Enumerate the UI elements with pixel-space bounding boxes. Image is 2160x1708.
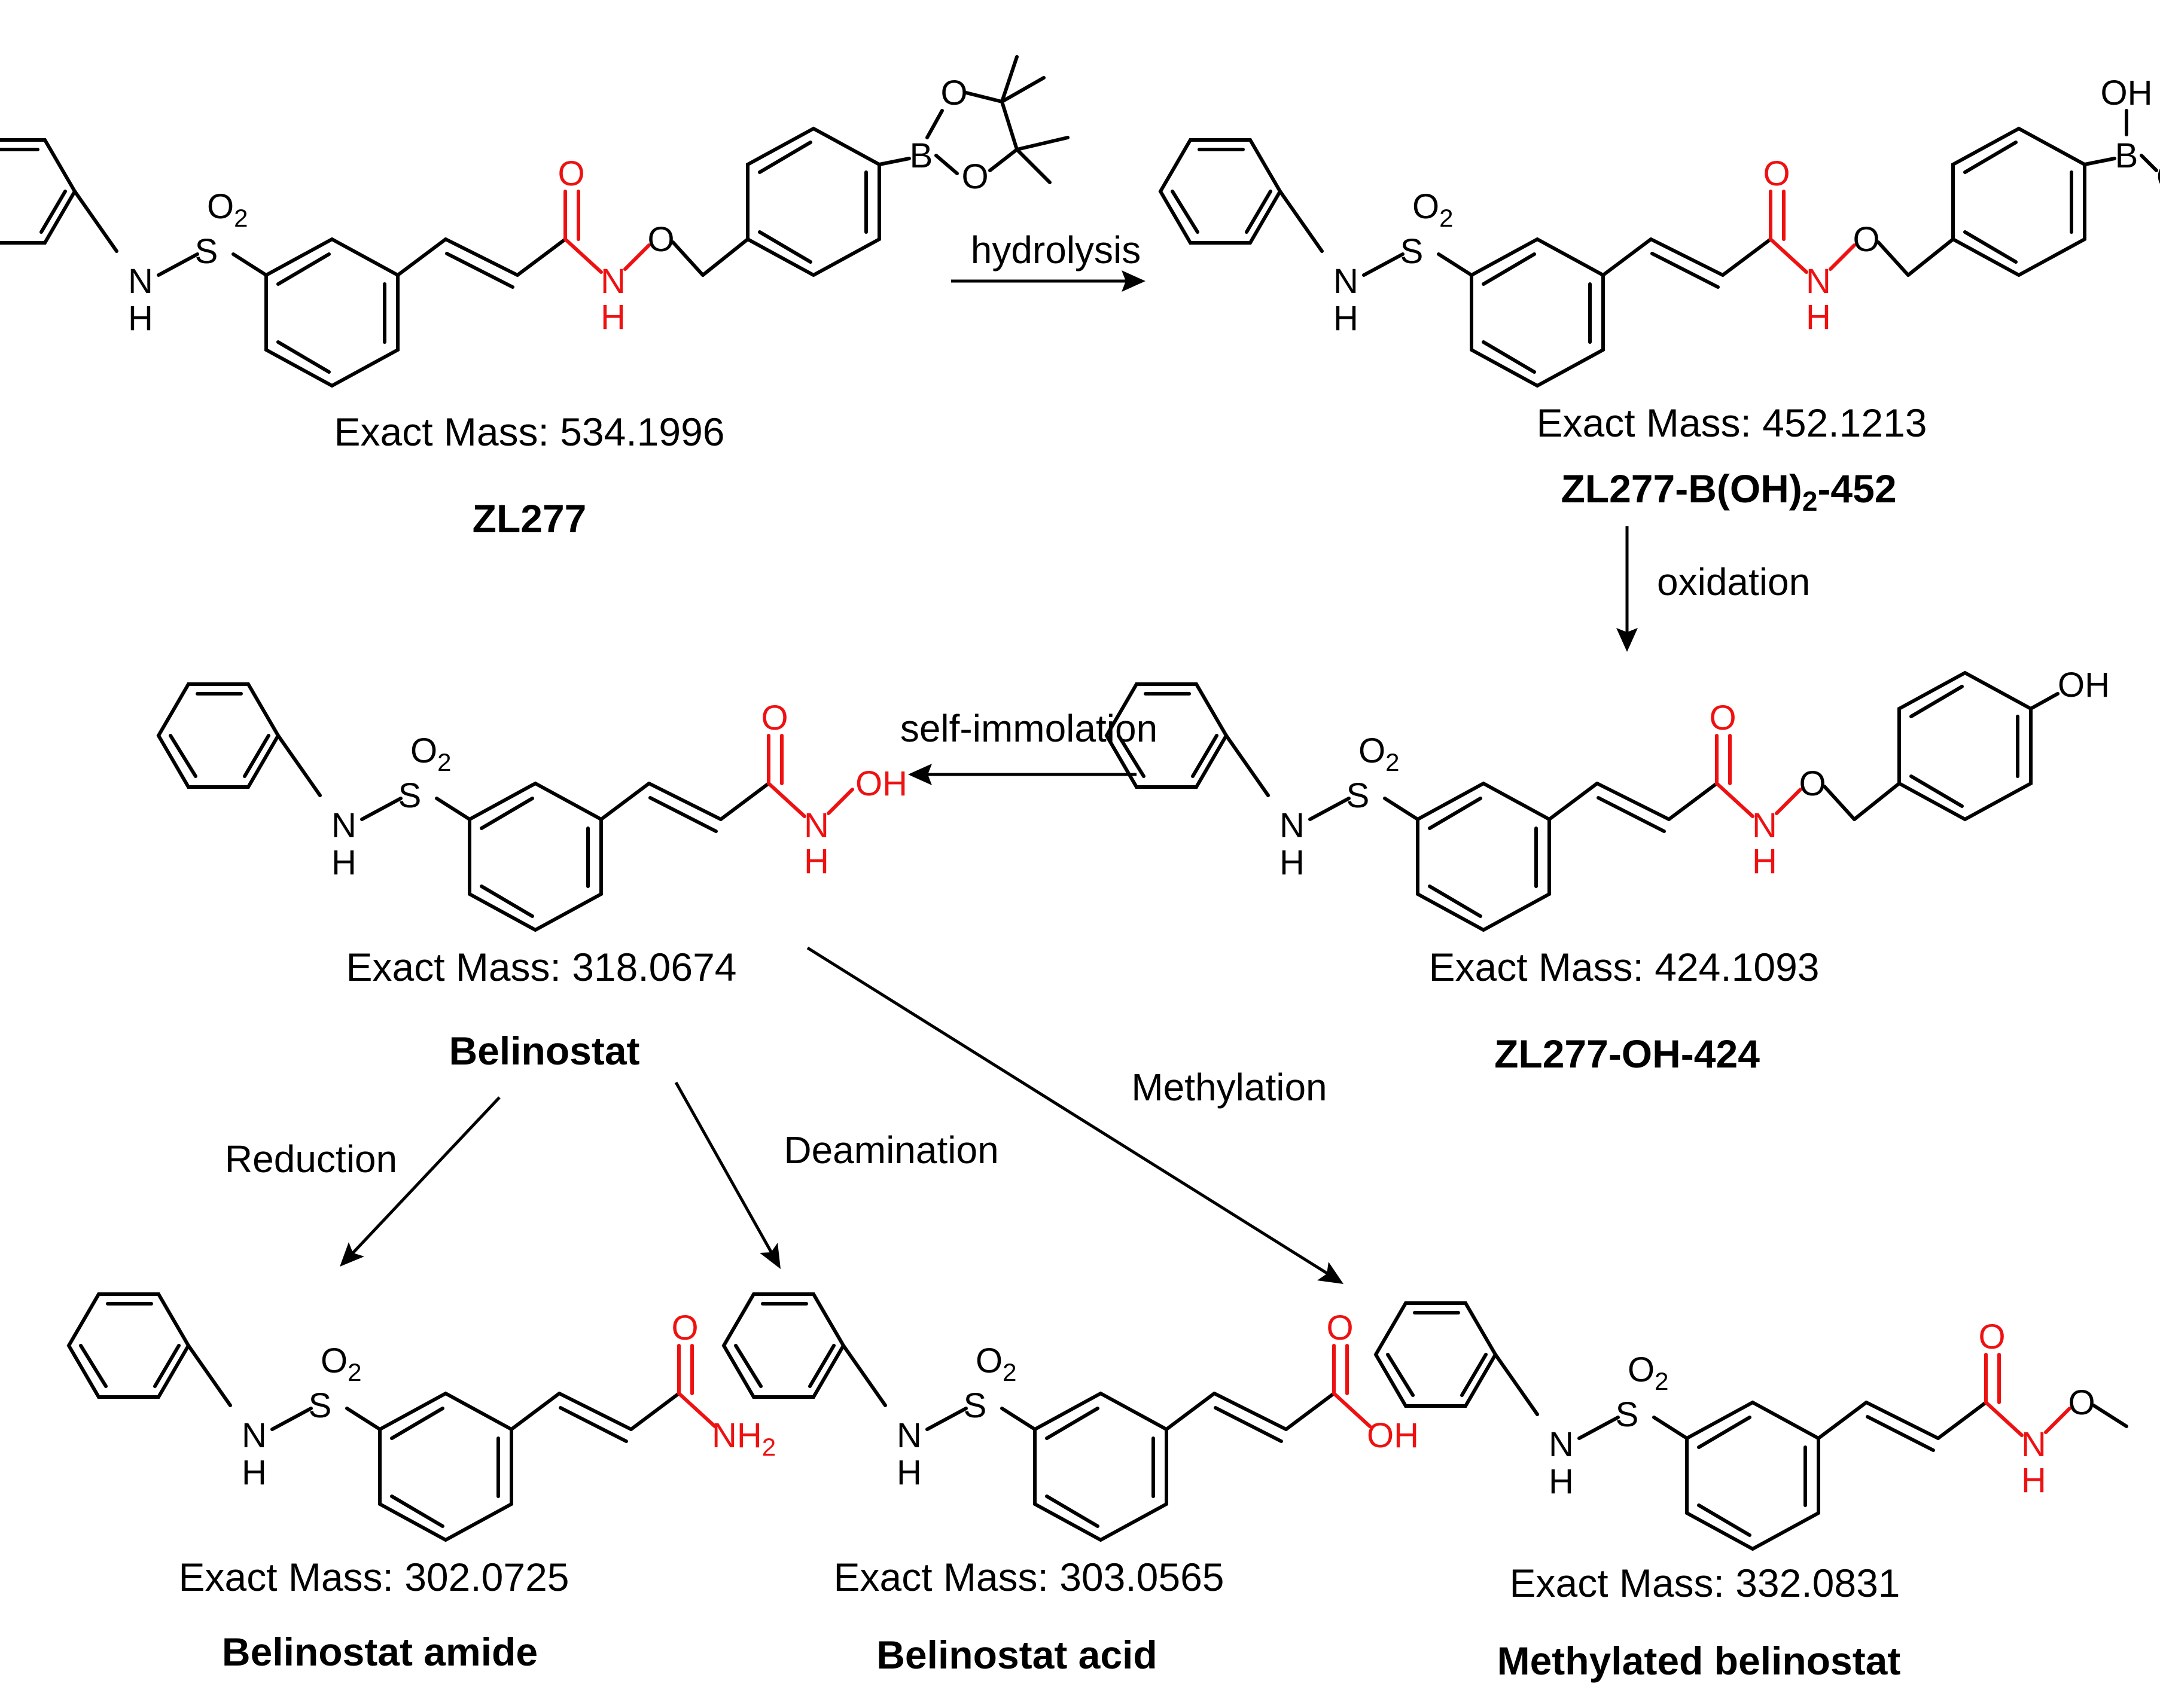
nitrogen-label: N: [331, 806, 357, 845]
reduction-label: Reduction: [225, 1137, 397, 1181]
deamination-label: Deamination: [784, 1128, 998, 1172]
hydrolysis-label: hydrolysis: [971, 228, 1141, 272]
hydrogen-label: H: [1279, 843, 1305, 882]
self-immolation-label: self-immolation: [900, 707, 1157, 750]
reduction-arrow: Reduction: [225, 1096, 501, 1267]
deamination-arrow: Deamination: [674, 1081, 999, 1269]
methylated-name: Methylated belinostat: [1497, 1639, 1901, 1683]
hydroxyl-label: OH: [855, 764, 907, 803]
compound-belinostat-acid: O2 S N H O OH: [724, 1294, 1419, 1540]
hydrogen-label: H: [331, 843, 357, 882]
compound-methylated-belinostat: O2 S N H O N H O: [1376, 1303, 2128, 1549]
amide-nitrogen-label: N: [1806, 262, 1831, 301]
amide-hydrogen-label: H: [804, 842, 829, 881]
nitrogen-label: N: [128, 262, 153, 301]
amide-exact-mass: Exact Mass: 302.0725: [178, 1555, 569, 1599]
hydrogen-label: H: [128, 299, 153, 338]
amide-hydrogen-label: H: [1752, 842, 1777, 881]
hydrogen-label: H: [1549, 1462, 1574, 1501]
oxidation-arrow: oxidation: [1616, 526, 1810, 652]
ether-oxygen-label: O: [647, 220, 674, 259]
o2-label: O2: [1358, 731, 1399, 776]
compound-zl277-oh: O2 S N H O N H O OH: [1107, 666, 2110, 930]
ether-oxygen-label: O: [1799, 764, 1826, 803]
o2-label: O2: [207, 187, 248, 232]
carbonyl-oxygen-label: O: [1978, 1317, 2005, 1356]
nitrogen-label: N: [897, 1416, 922, 1455]
nitrogen-label: N: [1279, 806, 1305, 845]
boron-label: B: [2115, 136, 2138, 175]
methylation-arrow: Methylation: [806, 946, 1343, 1284]
methylated-exact-mass: Exact Mass: 332.0831: [1509, 1561, 1900, 1605]
compound-boronic-acid: O2 S N H O N H O B OH OH: [1160, 74, 2160, 386]
belinostat-exact-mass: Exact Mass: 318.0674: [346, 945, 736, 989]
methylation-label: Methylation: [1131, 1066, 1327, 1109]
compound-zl277: O2 S N H O N H O B O O: [0, 55, 1070, 386]
hydroxyl-label: OH: [2058, 666, 2110, 704]
carbonyl-oxygen-label: O: [761, 699, 788, 737]
compound-belinostat: O2 S N H O N H OH: [159, 684, 907, 930]
amide-nitrogen-label: N: [601, 262, 626, 301]
zl277-name: ZL277: [473, 496, 587, 541]
hydrogen-label: H: [1333, 299, 1358, 338]
boronic-name: ZL277-B(OH)2-452: [1561, 466, 1896, 517]
oxidation-label: oxidation: [1657, 560, 1810, 603]
pinacol-oxygen-top-label: O: [940, 74, 967, 112]
amide-hydrogen-label: H: [601, 298, 626, 337]
carbonyl-oxygen-label: O: [557, 154, 584, 193]
o2-label: O2: [1412, 187, 1453, 232]
boronic-exact-mass: Exact Mass: 452.1213: [1536, 401, 1927, 445]
zl277-oh-name: ZL277-OH-424: [1494, 1032, 1760, 1076]
nitrogen-label: N: [242, 1416, 267, 1455]
hydroxyl-right-label: OH: [2156, 157, 2160, 196]
o2-label: O2: [410, 731, 451, 776]
amide-hydrogen-label: H: [1806, 298, 1831, 337]
belinostat-name: Belinostat: [449, 1029, 639, 1073]
amide-nitrogen-label: N: [2021, 1425, 2046, 1464]
carbonyl-oxygen-label: O: [1763, 154, 1790, 193]
amide-hydrogen-label: H: [2021, 1461, 2046, 1500]
sulfur-label: S: [1400, 232, 1424, 271]
nitrogen-label: N: [1333, 262, 1358, 301]
amide-nitrogen-label: N: [804, 806, 829, 845]
hydroxyl-top-label: OH: [2101, 74, 2153, 112]
sulfur-label: S: [398, 776, 422, 815]
sulfur-label: S: [964, 1386, 987, 1425]
zl277-oh-exact-mass: Exact Mass: 424.1093: [1428, 945, 1819, 989]
amide-name: Belinostat amide: [222, 1630, 538, 1674]
zl277-exact-mass: Exact Mass: 534.1996: [334, 410, 724, 454]
o2-label: O2: [321, 1341, 361, 1386]
boron-label: B: [910, 136, 933, 175]
hydrogen-label: H: [242, 1453, 267, 1492]
compound-belinostat-amide: O2 S N H O NH2: [69, 1294, 776, 1540]
sulfur-label: S: [1346, 776, 1370, 815]
self-immolation-arrow: self-immolation: [900, 707, 1157, 785]
hydroxyl-label: OH: [1367, 1416, 1419, 1455]
carbonyl-oxygen-label: O: [671, 1309, 698, 1347]
amine-label: NH2: [712, 1416, 776, 1461]
acid-name: Belinostat acid: [876, 1633, 1157, 1677]
hydrolysis-arrow: hydrolysis: [951, 228, 1145, 292]
sulfur-label: S: [195, 232, 218, 271]
hydrogen-label: H: [897, 1453, 922, 1492]
o2-label: O2: [1628, 1350, 1668, 1395]
sulfur-label: S: [1616, 1395, 1639, 1434]
o2-label: O2: [976, 1341, 1016, 1386]
carbonyl-oxygen-label: O: [1326, 1309, 1353, 1347]
carbonyl-oxygen-label: O: [1709, 699, 1736, 737]
sulfur-label: S: [309, 1386, 332, 1425]
nitrogen-label: N: [1549, 1425, 1574, 1464]
acid-exact-mass: Exact Mass: 303.0565: [833, 1555, 1224, 1599]
ether-oxygen-label: O: [1853, 220, 1879, 259]
ether-oxygen-label: O: [2068, 1383, 2095, 1422]
amide-nitrogen-label: N: [1752, 806, 1777, 845]
pinacol-oxygen-bottom-label: O: [961, 157, 988, 196]
